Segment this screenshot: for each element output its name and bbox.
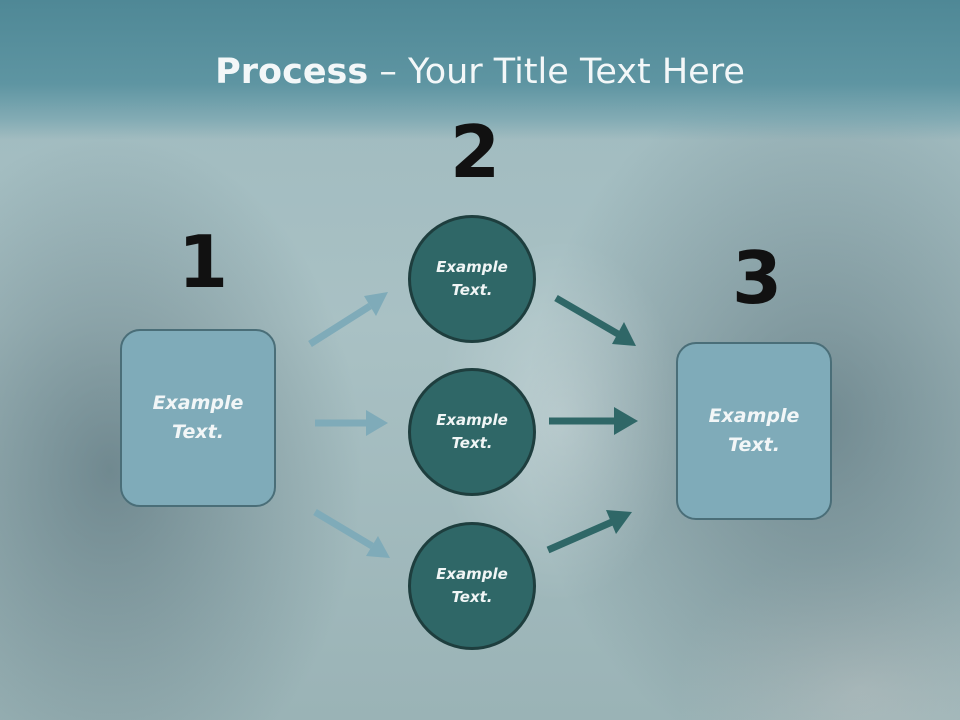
dark-arrow-right [549,407,638,435]
light-arrow-up [308,292,388,347]
step-number-1: 1 [178,220,229,304]
light-arrow-right [315,410,388,436]
step-3-text: Example Text. [708,405,800,456]
title-bold: Process [215,52,369,92]
step-1-text: Example Text. [152,392,244,443]
step-2-circle-middle-text: Example Text. [436,411,508,452]
step-number-3: 3 [732,236,783,320]
step-2-circle-bottom-text: Example Text. [436,565,508,606]
step-2-circle-bottom[interactable]: Example Text. [408,522,536,650]
step-2-circle-top-text: Example Text. [436,258,508,299]
step-number-2: 2 [450,110,501,194]
step-3-box[interactable]: Example Text. [676,342,832,520]
light-arrow-down [313,508,390,558]
step-2-circle-middle[interactable]: Example Text. [408,368,536,496]
title-rest: – Your Title Text Here [368,52,745,92]
step-1-box[interactable]: Example Text. [120,329,276,507]
title-band [0,0,960,140]
dark-arrow-down [554,294,636,346]
dark-arrow-up [546,510,632,554]
step-2-circle-top[interactable]: Example Text. [408,215,536,343]
slide-title: Process – Your Title Text Here [0,52,960,92]
